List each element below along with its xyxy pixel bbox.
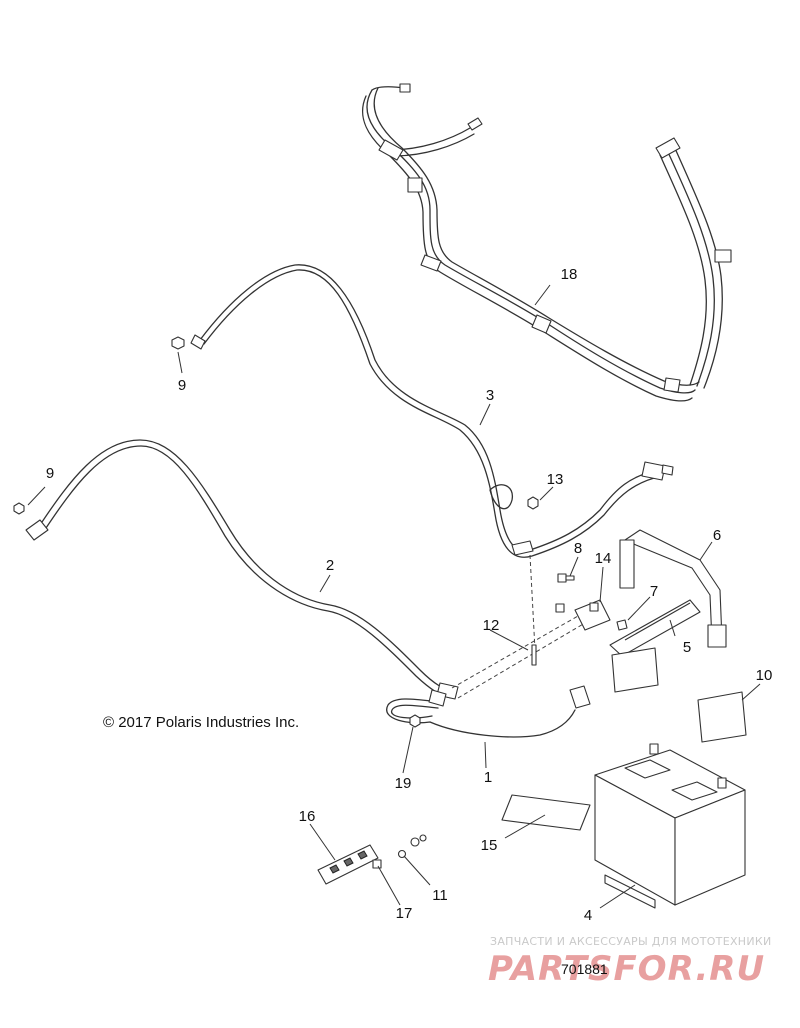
callout-9-left: 9 (46, 465, 54, 482)
callout-19: 19 (395, 775, 412, 792)
callout-12: 12 (483, 617, 500, 634)
callout-3: 3 (486, 387, 494, 404)
callout-18: 18 (561, 266, 578, 283)
callout-4: 4 (584, 907, 592, 924)
cable-2 (25, 439, 459, 700)
callout-8: 8 (574, 540, 582, 557)
copyright-notice: © 2017 Polaris Industries Inc. (103, 714, 299, 731)
leader-lines (27, 284, 761, 909)
watermark: ЗАПЧАСТИ И АКСЕССУАРЫ ДЛЯ МОТОТЕХНИКИ PA… (488, 935, 772, 989)
callout-16: 16 (299, 808, 316, 825)
callout-13: 13 (547, 471, 564, 488)
callout-5: 5 (683, 639, 691, 656)
callout-9-upper: 9 (178, 377, 186, 394)
hardware (13, 336, 628, 728)
callout-14: 14 (595, 550, 612, 567)
callout-11: 11 (432, 887, 448, 904)
callout-1: 1 (484, 769, 492, 786)
battery-strap-6 (619, 529, 727, 648)
watermark-logo: PARTSFOR.RU (488, 949, 765, 989)
callout-17: 17 (396, 905, 413, 922)
battery-4 (594, 743, 746, 909)
harness-18 (361, 83, 732, 402)
cable-3 (190, 264, 674, 558)
callouts: 18 3 9 9 13 6 8 2 14 7 12 5 10 1 19 16 1… (46, 266, 773, 924)
cable-1 (386, 685, 591, 738)
callout-6: 6 (713, 527, 721, 544)
callout-2: 2 (326, 557, 334, 574)
bracket-5 (609, 599, 701, 657)
fuse-block-16 (317, 834, 427, 885)
callout-7: 7 (650, 583, 658, 600)
document-number: 701881 (561, 961, 608, 977)
callout-10: 10 (756, 667, 773, 684)
decals (501, 647, 747, 831)
assembly-lines (451, 554, 591, 699)
watermark-tagline: ЗАПЧАСТИ И АКСЕССУАРЫ ДЛЯ МОТОТЕХНИКИ (490, 935, 772, 948)
callout-15: 15 (481, 837, 498, 854)
